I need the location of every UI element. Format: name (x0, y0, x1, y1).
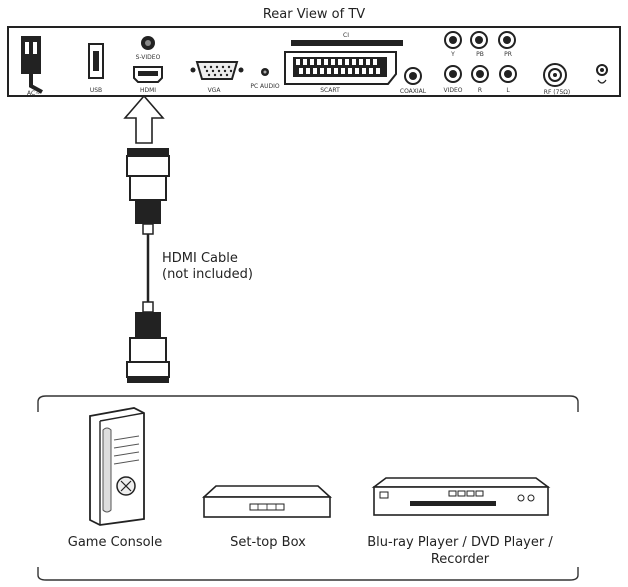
ci-slot: CI (291, 32, 403, 46)
vga-port: VGA (190, 61, 244, 94)
rf-label: RF (75Ω) (544, 89, 570, 96)
cable-label-line2: (not included) (162, 267, 253, 282)
diagram-title: Rear View of TV (263, 7, 365, 22)
ci-label: CI (343, 32, 349, 39)
y-label: Y (450, 51, 455, 58)
usb-port: USB (88, 43, 104, 94)
game-console-label: Game Console (68, 535, 162, 550)
hdmi-connector-top (126, 148, 170, 235)
hdmi-port: HDMI (133, 66, 163, 94)
set-top-box-image (201, 485, 333, 518)
coaxial-port: COAXIAL (400, 67, 427, 95)
bluray-player-image (371, 477, 551, 516)
hdmi-connector-bottom (126, 301, 170, 383)
bluray-player-label-line2: Recorder (431, 552, 490, 567)
r-label: R (478, 87, 482, 94)
cable-label-line1: HDMI Cable (162, 251, 238, 266)
coaxial-label: COAXIAL (400, 88, 427, 95)
audio-r-port: R (471, 65, 489, 94)
component-pr-port: PR (498, 31, 516, 58)
component-pb-port: PB (470, 31, 488, 58)
pc-audio-label: PC AUDIO (250, 83, 280, 90)
bluray-player-label-line1: Blu-ray Player / DVD Player / (367, 535, 553, 550)
video-port: VIDEO (443, 65, 463, 94)
pb-label: PB (476, 51, 484, 58)
audio-l-port: L (499, 65, 517, 94)
pc-audio-port: PC AUDIO (250, 68, 280, 90)
component-y-port: Y (444, 31, 462, 58)
rf-port: RF (75Ω) (543, 63, 570, 96)
up-arrow-icon (123, 94, 165, 144)
hdmi-label: HDMI (140, 87, 156, 94)
usb-label: USB (90, 87, 102, 94)
ac-label: AC~ (27, 90, 40, 97)
vga-label: VGA (208, 87, 222, 94)
video-label: VIDEO (443, 87, 462, 94)
game-console-image (89, 407, 145, 526)
hdmi-cable (126, 148, 170, 383)
ac-power-port: AC~ (21, 36, 43, 97)
set-top-box-label: Set-top Box (230, 535, 306, 550)
svideo-label: S-VIDEO (136, 54, 161, 61)
devices-bracket-top (37, 395, 579, 412)
pr-label: PR (504, 51, 512, 58)
devices-bracket-bottom (37, 567, 579, 581)
l-label: L (506, 87, 510, 94)
scart-port: SCART (284, 51, 397, 94)
svideo-port: S-VIDEO (136, 36, 161, 61)
earphone-port (596, 64, 608, 84)
scart-label: SCART (320, 87, 340, 94)
